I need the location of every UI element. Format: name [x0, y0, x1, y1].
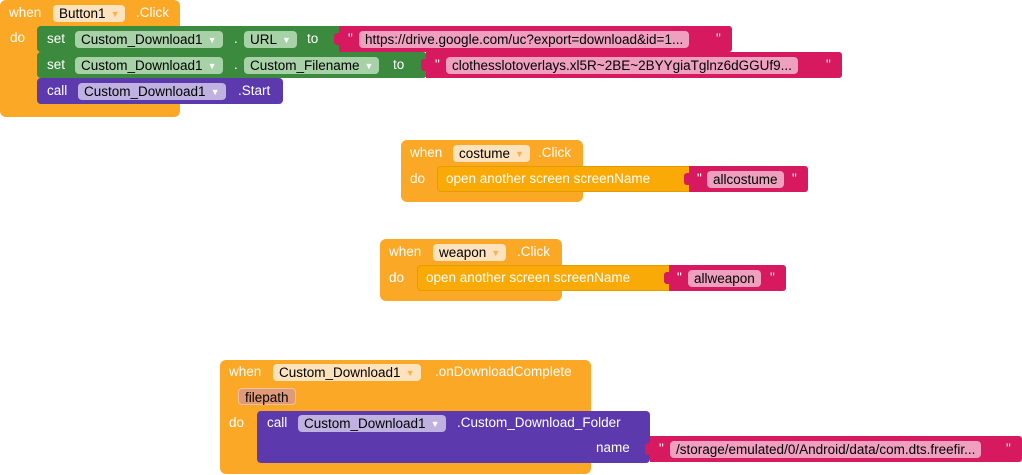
arg-name-label: name	[596, 440, 630, 455]
when-label: when	[389, 244, 422, 259]
component-dropdown-custom-download1[interactable]: Custom_Download1▼	[298, 415, 446, 432]
open-quote: "	[435, 57, 440, 72]
text-value-filename[interactable]: clothesslotoverlays.xl5R~2BE~2BYYgiaTgln…	[446, 57, 798, 74]
call-keyword: call	[267, 415, 288, 430]
open-quote: "	[659, 441, 664, 456]
dropdown-arrow-icon[interactable]: ▼	[491, 248, 501, 258]
set-keyword: set	[47, 31, 66, 46]
dropdown-arrow-icon[interactable]: ▼	[210, 87, 220, 97]
event-name-label: .Click	[538, 145, 571, 160]
event-name-label: .Click	[136, 5, 169, 20]
component-dropdown-custom-download1[interactable]: Custom_Download1▼	[75, 57, 223, 74]
do-label: do	[389, 270, 405, 285]
dropdown-arrow-icon[interactable]: ▼	[207, 61, 217, 71]
dot-label: .	[234, 57, 238, 72]
text-value-screen-name[interactable]: allweapon	[688, 270, 761, 287]
method-name-label: .Custom_Download_Folder	[457, 415, 621, 430]
text-value-folder-path[interactable]: /storage/emulated/0/Android/data/com.dts…	[670, 441, 982, 458]
when-label: when	[9, 5, 42, 20]
do-label: do	[410, 171, 426, 186]
to-label: to	[307, 31, 319, 46]
close-quote: "	[1006, 441, 1011, 456]
dot-label: .	[234, 31, 238, 46]
event-name-label: .Click	[517, 244, 550, 259]
text-value-url[interactable]: https://drive.google.com/uc?export=downl…	[359, 31, 690, 48]
dropdown-arrow-icon[interactable]: ▼	[364, 61, 374, 71]
open-quote: "	[677, 270, 682, 285]
close-quote: "	[770, 270, 775, 285]
open-quote: "	[348, 31, 353, 46]
open-another-screen-block[interactable]	[417, 265, 672, 291]
component-dropdown-costume[interactable]: costume▼	[453, 145, 530, 162]
component-dropdown-weapon[interactable]: weapon▼	[433, 244, 507, 261]
dropdown-arrow-icon[interactable]: ▼	[207, 35, 217, 45]
dropdown-arrow-icon[interactable]: ▼	[282, 35, 291, 45]
when-label: when	[410, 145, 443, 160]
component-dropdown-button1[interactable]: Button1▼	[53, 5, 126, 22]
dropdown-arrow-icon[interactable]: ▼	[110, 9, 120, 19]
open-screen-label: open another screen screenName	[446, 171, 651, 186]
param-filepath[interactable]: filepath	[238, 388, 296, 405]
dropdown-arrow-icon[interactable]: ▼	[430, 419, 440, 429]
text-value-screen-name[interactable]: allcostume	[707, 171, 784, 188]
component-dropdown-custom-download1[interactable]: Custom_Download1▼	[273, 364, 421, 381]
to-label: to	[393, 57, 405, 72]
component-dropdown-custom-download1[interactable]: Custom_Download1▼	[78, 83, 226, 100]
dropdown-arrow-icon[interactable]: ▼	[405, 368, 415, 378]
call-keyword: call	[47, 83, 68, 98]
method-name-label: .Start	[238, 83, 271, 98]
property-dropdown-custom-filename[interactable]: Custom_Filename▼	[244, 57, 380, 74]
dropdown-arrow-icon[interactable]: ▼	[515, 149, 524, 159]
do-label: do	[229, 415, 245, 430]
event-name-label: .onDownloadComplete	[435, 364, 572, 379]
when-label: when	[229, 364, 262, 379]
set-keyword: set	[47, 57, 66, 72]
open-screen-label: open another screen screenName	[426, 270, 631, 285]
component-dropdown-custom-download1[interactable]: Custom_Download1▼	[75, 31, 223, 48]
close-quote: "	[716, 31, 721, 46]
do-label: do	[10, 30, 26, 45]
close-quote: "	[792, 171, 797, 186]
close-quote: "	[826, 57, 831, 72]
property-dropdown-url[interactable]: URL▼	[244, 31, 297, 48]
open-quote: "	[697, 171, 702, 186]
